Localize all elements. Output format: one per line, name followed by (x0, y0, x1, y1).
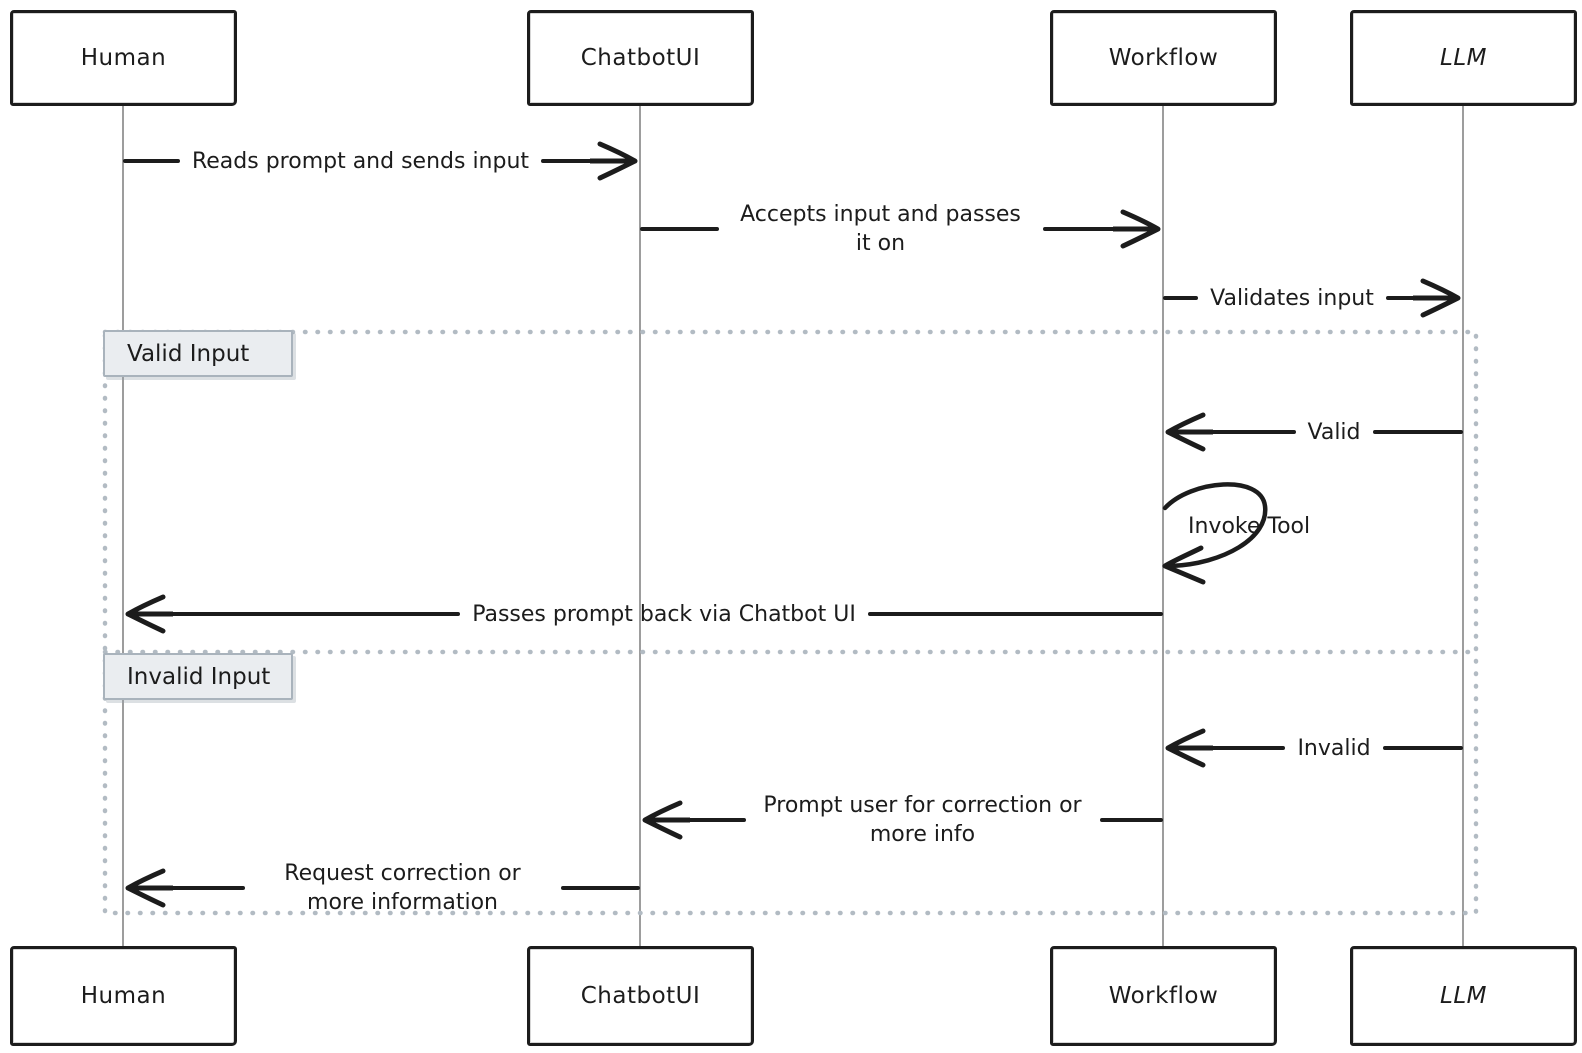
message-line (682, 818, 746, 822)
arrow-right-head-icon (590, 141, 638, 181)
message-line (1372, 430, 1464, 434)
message-label: Prompt user for correction or more info (763, 793, 1082, 847)
message-label: Valid (1307, 419, 1361, 445)
message-label: Reads prompt and sends input (191, 148, 530, 174)
message-line (1099, 818, 1163, 822)
message-line (541, 159, 599, 163)
self-loop-label: Invoke Tool (1188, 514, 1311, 539)
alt-frame-border (102, 329, 1479, 916)
actor-bottom-llm: LLM (1350, 946, 1577, 1046)
actor-label: LLM (1440, 983, 1487, 1009)
message-label: Request correction or more information (284, 861, 521, 915)
message-invalid: Invalid (1163, 724, 1463, 772)
actor-label: Workflow (1108, 45, 1219, 71)
message-passes-prompt-back: Passes prompt back via Chatbot UI (123, 590, 1164, 638)
message-line (1205, 746, 1286, 750)
actor-bottom-human: Human (10, 946, 237, 1046)
actor-top-llm: LLM (1350, 10, 1577, 106)
message-line (1042, 227, 1121, 231)
message-accepts-input: Accepts input and passes it on (640, 197, 1163, 261)
actor-label: ChatbotUI (580, 45, 701, 71)
message-line (1385, 296, 1422, 300)
arrow-right-head-icon (1113, 209, 1161, 249)
message-validates-input: Validates input (1163, 274, 1463, 322)
self-loop-arrow (1162, 482, 1268, 585)
arrow-left-head-icon (1162, 545, 1206, 585)
actor-bottom-workflow: Workflow (1050, 946, 1277, 1046)
actor-top-workflow: Workflow (1050, 10, 1277, 106)
message-line (165, 886, 245, 890)
arrow-left-head-icon (1165, 728, 1213, 768)
actor-label: Workflow (1108, 983, 1219, 1009)
section-label-text: Invalid Input (127, 663, 271, 690)
section-label-text: Valid Input (127, 340, 250, 367)
actor-bottom-chatbotui: ChatbotUI (527, 946, 754, 1046)
message-line (1163, 296, 1199, 300)
arrow-right-head-icon (1413, 278, 1461, 318)
actor-label: ChatbotUI (580, 983, 701, 1009)
message-label: Invalid (1297, 735, 1371, 761)
message-line (560, 886, 640, 890)
actor-top-chatbotui: ChatbotUI (527, 10, 754, 106)
message-prompt-user-correction: Prompt user for correction or more info (640, 788, 1163, 852)
message-label: Passes prompt back via Chatbot UI (472, 601, 856, 627)
actor-label: Human (80, 45, 167, 71)
arrow-left-head-icon (1165, 412, 1213, 452)
message-line (640, 227, 719, 231)
arrow-left-head-icon (125, 594, 173, 634)
actor-top-human: Human (10, 10, 237, 106)
message-line (867, 612, 1164, 616)
message-line (1382, 746, 1463, 750)
section-label-valid-input: Valid Input (103, 330, 293, 377)
message-reads-prompt: Reads prompt and sends input (123, 137, 640, 185)
actor-label: LLM (1440, 45, 1487, 71)
message-label: Validates input (1210, 285, 1374, 311)
message-valid: Valid (1163, 408, 1464, 456)
message-request-correction: Request correction or more information (123, 856, 640, 920)
arrow-left-head-icon (125, 868, 173, 908)
message-label: Accepts input and passes it on (740, 202, 1021, 256)
message-line (165, 612, 461, 616)
message-line (123, 159, 180, 163)
actor-label: Human (80, 983, 167, 1009)
message-line (1205, 430, 1296, 434)
arrow-left-head-icon (642, 800, 690, 840)
section-label-invalid-input: Invalid Input (103, 653, 293, 700)
